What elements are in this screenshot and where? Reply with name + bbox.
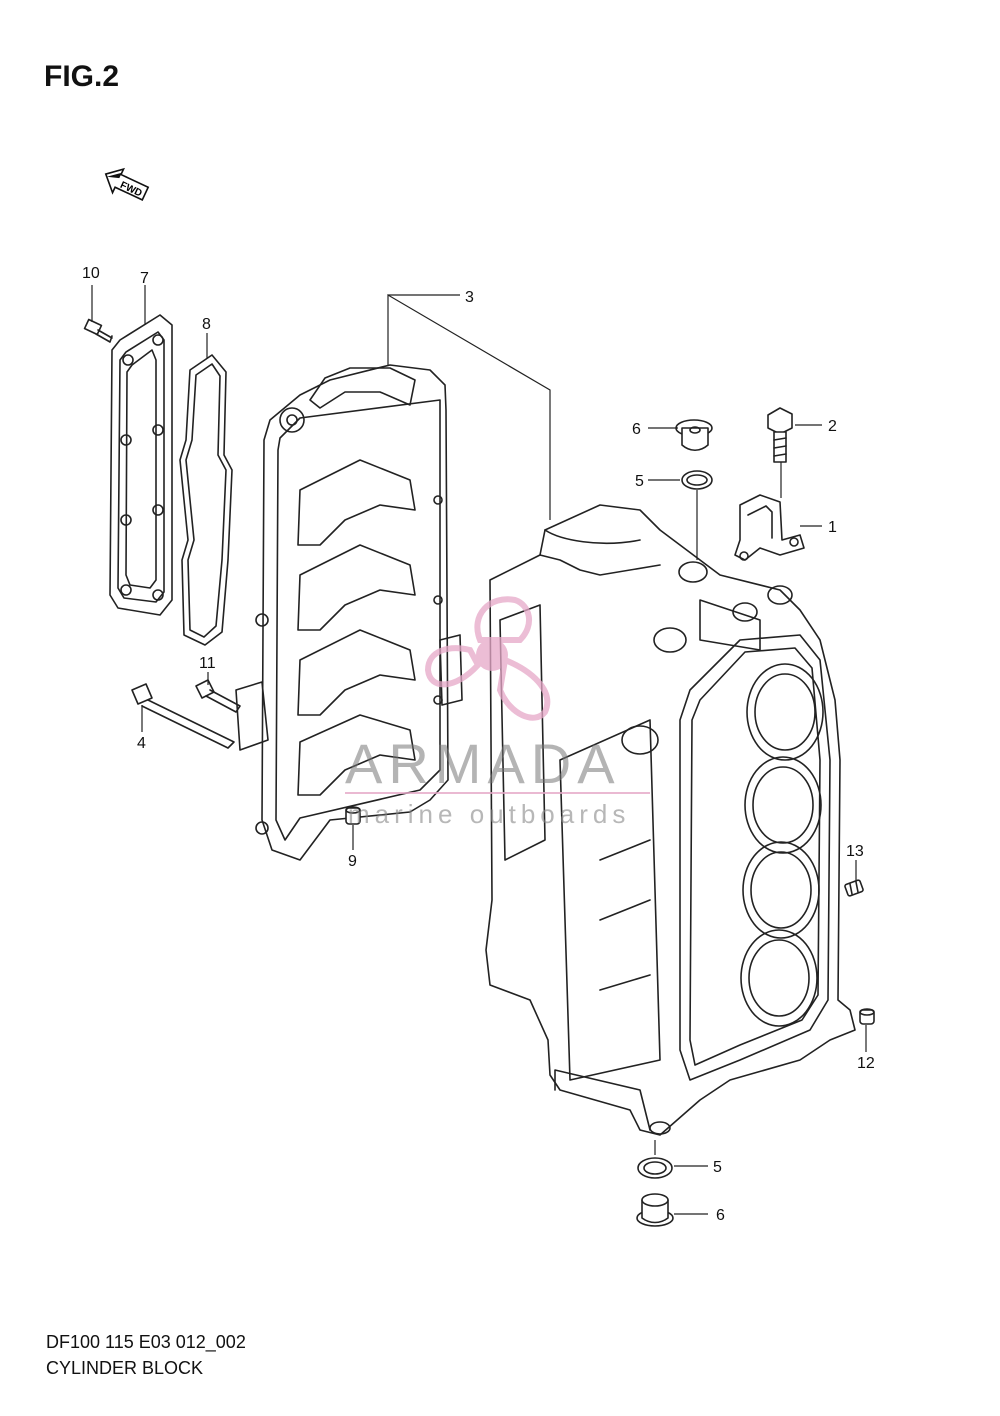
callout-13: 13 [846,843,864,860]
stud-part-13 [844,879,864,897]
plug-part-bottom [636,1193,674,1227]
dowel-part [345,806,361,825]
figure-title: FIG.2 [44,60,120,93]
bracket-part [734,494,805,561]
callout-9: 9 [348,853,357,870]
gasket-part [179,354,233,646]
leader-lines [91,285,867,1215]
callout-5-top: 5 [635,473,644,490]
callout-5-bottom: 5 [713,1159,722,1176]
callout-1: 1 [828,519,837,536]
diagram-code: DF100 115 E03 012_002 [46,1332,246,1352]
callout-7: 7 [140,270,149,287]
callout-6-bottom: 6 [716,1207,725,1224]
callout-11: 11 [199,655,216,672]
fwd-arrow-icon: FWD [104,167,150,201]
callout-4: 4 [137,735,146,752]
callout-12: 12 [857,1055,875,1072]
plug-part-12 [859,1008,875,1025]
bolt-part-11 [195,679,241,713]
crankcase-part [235,364,463,861]
propeller-logo-icon [424,596,551,721]
washer-part-top [681,470,713,490]
callout-6-top: 6 [632,421,641,438]
callout-8: 8 [202,316,211,333]
bolt-part-4 [131,683,235,749]
armada-watermark: ARMADA marine outboards [345,596,650,829]
washer-part-bottom [637,1157,673,1179]
cylinder-block-part [485,504,856,1136]
plug-part-top [675,419,713,452]
bolt-part-2 [767,407,793,463]
callout-3: 3 [465,289,474,306]
bolt-part-10 [83,318,113,343]
callout-labels: 10 7 8 3 6 2 5 1 11 4 9 13 12 5 6 [82,265,875,1224]
diagram-name: CYLINDER BLOCK [46,1358,204,1378]
callout-10: 10 [82,265,100,282]
callout-2: 2 [828,418,837,435]
watermark-brand: ARMADA [345,732,621,795]
cover-plate-part [109,314,173,616]
watermark-tagline: marine outboards [348,799,630,829]
